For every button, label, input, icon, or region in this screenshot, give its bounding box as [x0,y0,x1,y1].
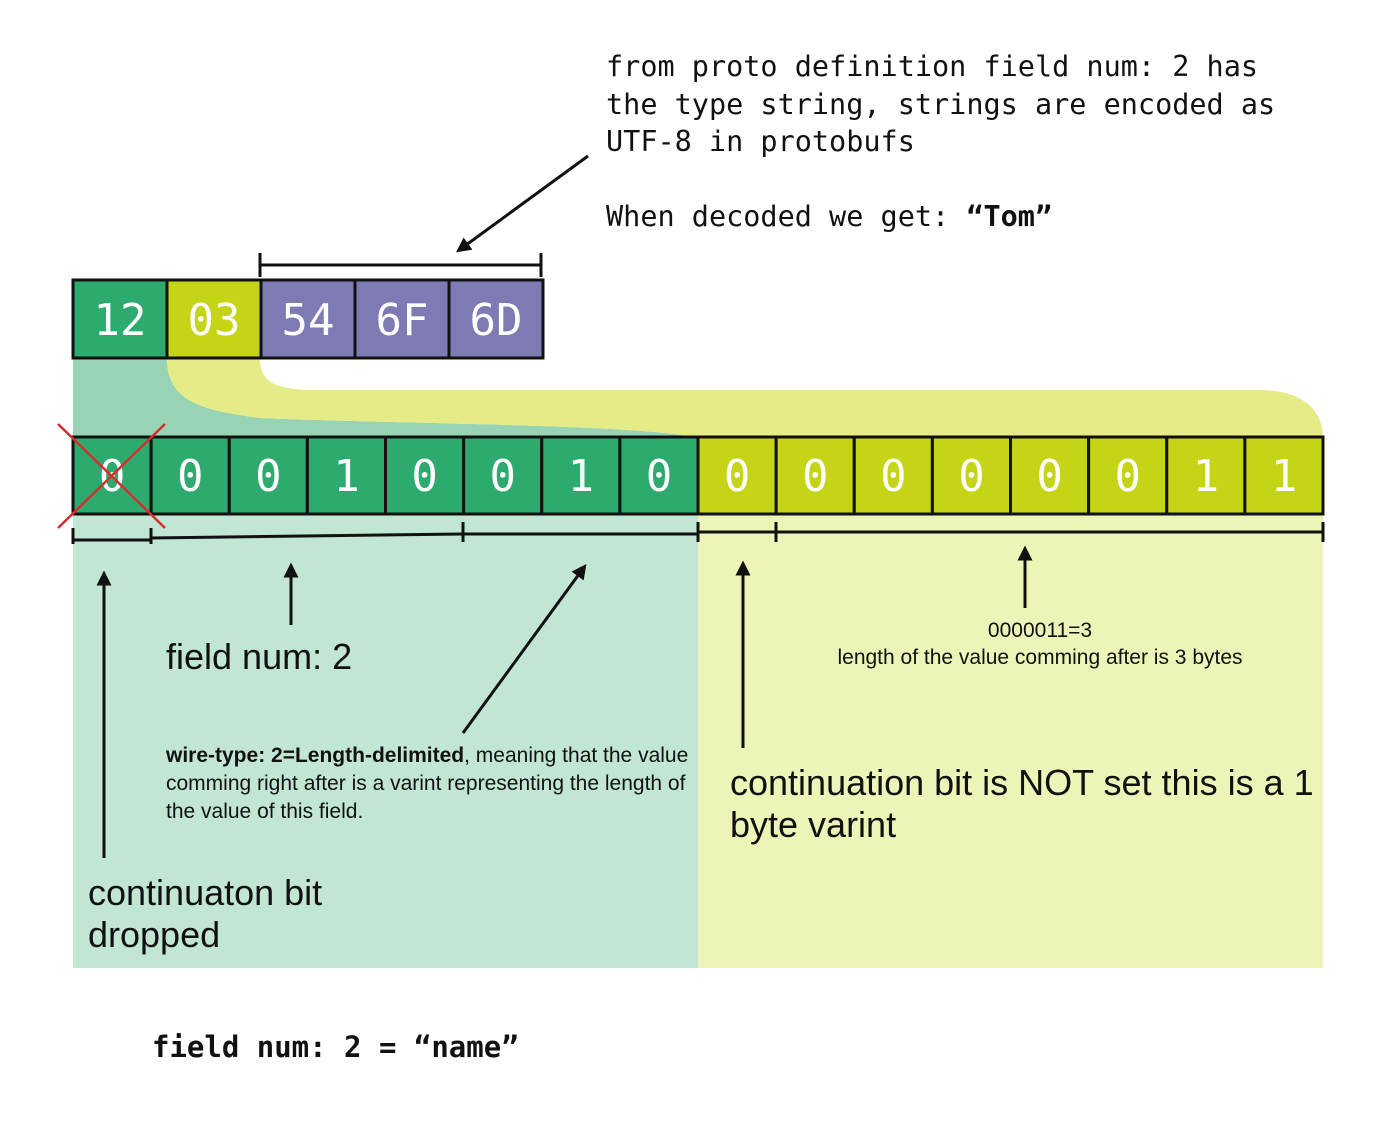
bit-value-label: 0 [646,451,673,502]
byte-hex-label: 6F [376,295,429,346]
bit-group-brackets [71,522,1325,544]
bit-box-tag [618,435,700,516]
bit-box-length [1243,435,1325,516]
bit-box-length [696,435,778,516]
bit-value-label: 1 [1271,451,1298,502]
byte-box-value [447,278,545,360]
dropped-bit-cross [57,423,166,529]
decoded-value: “Tom” [966,200,1053,233]
bit-box-length [1087,435,1169,516]
tag-expansion-band [73,358,698,438]
arrow-wire-type [461,563,587,734]
byte-box-value [259,278,357,360]
bit-value-label: 0 [255,451,282,502]
wire-type-detail: , meaning that the value comming right a… [166,744,689,823]
bit-box-length [930,435,1012,516]
byte-hex-label: 6D [470,295,523,346]
bit-value-label: 0 [411,451,438,502]
value-bytes-bracket [258,253,543,277]
bit-value-label: 0 [489,451,516,502]
byte-box-value [353,278,451,360]
bit-value-label: 0 [1036,451,1063,502]
byte-hex-label: 12 [94,295,147,346]
wire-type-title: wire-type: 2=Length-delimited [166,744,465,767]
bit-row: 0001001000000011 [71,435,1325,516]
bit-value-label: 0 [880,451,907,502]
length-description-label: length of the value comming after is 3 b… [837,646,1243,669]
tag-region-background [73,513,698,968]
byte-row: 12 03 54 6F 6D [71,278,545,360]
continuation-not-set-label: continuation bit is NOT set this is a 1 … [730,762,1314,845]
bit-value-label: 1 [1193,451,1220,502]
note-line-3: UTF-8 in protobufs [606,125,915,158]
bit-box-length [1165,435,1247,516]
byte-box-tag [71,278,169,360]
byte-hex-label: 03 [188,295,241,346]
continuation-dropped-label: continuaton bit dropped [88,872,323,955]
length-region-background [698,513,1323,968]
bit-value-label: 1 [333,451,360,502]
proto-definition-note: from proto definition field num: 2 has t… [606,48,1386,236]
bit-value-label: 1 [568,451,595,502]
bit-value-label: 0 [958,451,985,502]
field-num-label: field num: 2 [166,636,353,677]
bit-value-label: 0 [177,451,204,502]
length-calc-label: 0000011=3 [987,619,1093,642]
bit-box-tag [305,435,387,516]
length-expansion-band [167,358,1323,438]
note-line-2: the type string, strings are encoded as [606,87,1276,121]
wire-type-description: wire-type: 2=Length-delimited, meaning t… [166,742,696,826]
bit-value-label: 0 [1114,451,1141,502]
bit-box-tag [149,435,231,516]
note-line-1: from proto definition field num: 2 has [606,50,1259,83]
bit-value-label: 0 [802,451,829,502]
arrow-to-value-bytes [455,154,589,253]
decoded-prefix: When decoded we get: [606,200,967,233]
bit-box-length [852,435,934,516]
bit-box-tag [227,435,309,516]
bit-value-label: 0 [724,451,751,502]
byte-hex-label: 54 [282,295,335,346]
bit-box-tag [540,435,622,516]
field-name-mapping: field num: 2 = “name” [152,1030,519,1064]
bit-box-length [1009,435,1091,516]
